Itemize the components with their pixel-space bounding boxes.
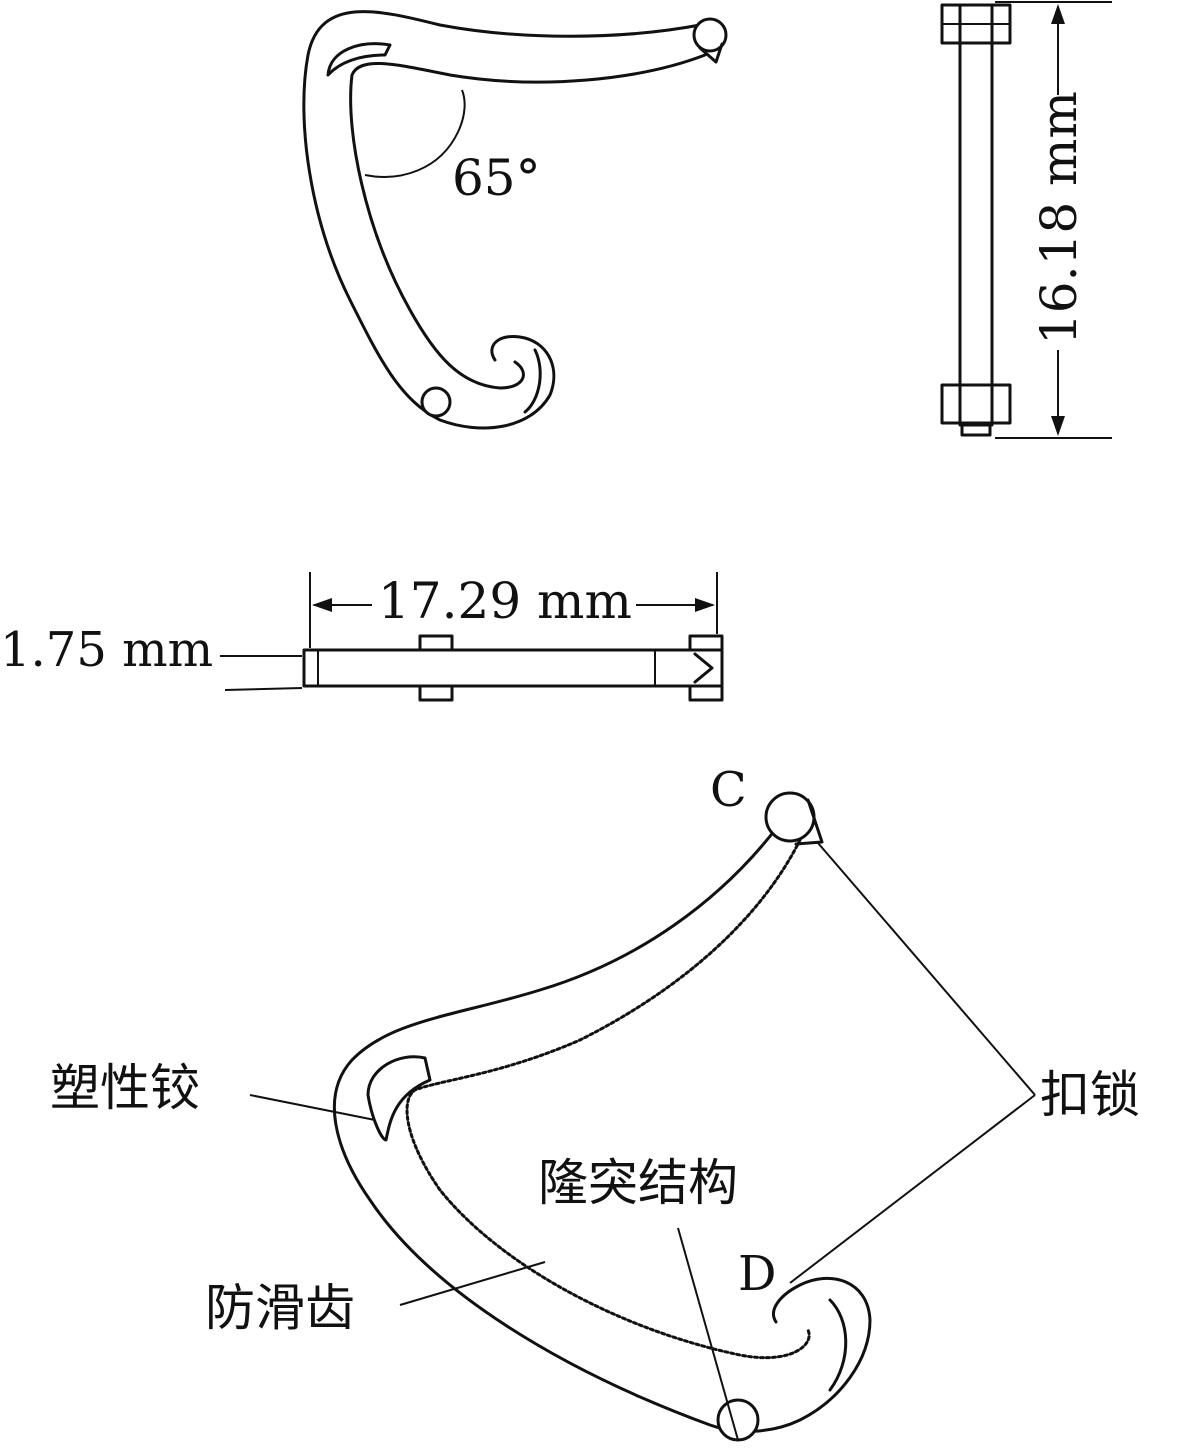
front-view: 17.29 mm 1.75 mm: [0, 572, 724, 702]
side-view: 16.18 mm: [940, 1, 1112, 439]
front-right-tab-top: [688, 634, 724, 652]
top-clip-inner: [349, 53, 707, 390]
top-clip-outer: [302, 10, 702, 430]
front-body: [302, 648, 724, 688]
front-width-label: 17.29 mm: [378, 572, 632, 630]
front-arrow-left: [312, 598, 332, 612]
detail-view: C D 扣锁 塑性铰 隆突结构 防滑齿: [50, 762, 1140, 1442]
bulge-label: 隆突结构: [538, 1154, 738, 1212]
point-d-label: D: [738, 1246, 776, 1302]
top-view: 65°: [302, 10, 728, 430]
detail-clip-inner: [405, 838, 811, 1360]
angle-label: 65°: [452, 149, 541, 207]
bulge-leader: [677, 1227, 739, 1441]
detail-clip-outer: [332, 828, 872, 1433]
front-tab-top: [418, 634, 454, 652]
top-pin-tip: [698, 42, 724, 64]
side-arrow-down: [1051, 416, 1065, 436]
teeth-label: 防滑齿: [205, 1279, 355, 1337]
detail-pin-c-tip: [794, 798, 824, 846]
teeth-leader: [399, 1261, 546, 1306]
side-arrow-up: [1051, 4, 1065, 24]
side-cap-bottom: [940, 383, 1012, 425]
lock-leader-upper: [817, 842, 1036, 1096]
top-pin-d: [420, 386, 452, 418]
side-foot: [960, 421, 992, 437]
angle-arc: [364, 89, 466, 178]
point-c-label: C: [710, 762, 747, 818]
top-pin-c: [692, 17, 728, 53]
front-thickness-label: 1.75 mm: [0, 622, 213, 678]
detail-hook-curl: [828, 1298, 848, 1392]
detail-pin-bottom: [716, 1398, 760, 1442]
front-arrow-right: [695, 598, 715, 612]
side-height-label: 16.18 mm: [1030, 91, 1088, 345]
detail-hinge-slot: [366, 1055, 432, 1142]
lock-leader-lower: [789, 1094, 1036, 1284]
top-hook-curl: [523, 348, 542, 414]
front-thick-ext-bottom: [224, 687, 303, 691]
hinge-label: 塑性铰: [50, 1059, 200, 1117]
top-hinge-slot: [326, 42, 392, 77]
side-bar: [958, 3, 994, 427]
front-tab-bottom: [418, 684, 454, 702]
front-right-tab-bottom: [688, 684, 724, 702]
lock-label: 扣锁: [1040, 1066, 1140, 1124]
hinge-leader: [249, 1094, 376, 1121]
front-notch: [693, 652, 714, 684]
